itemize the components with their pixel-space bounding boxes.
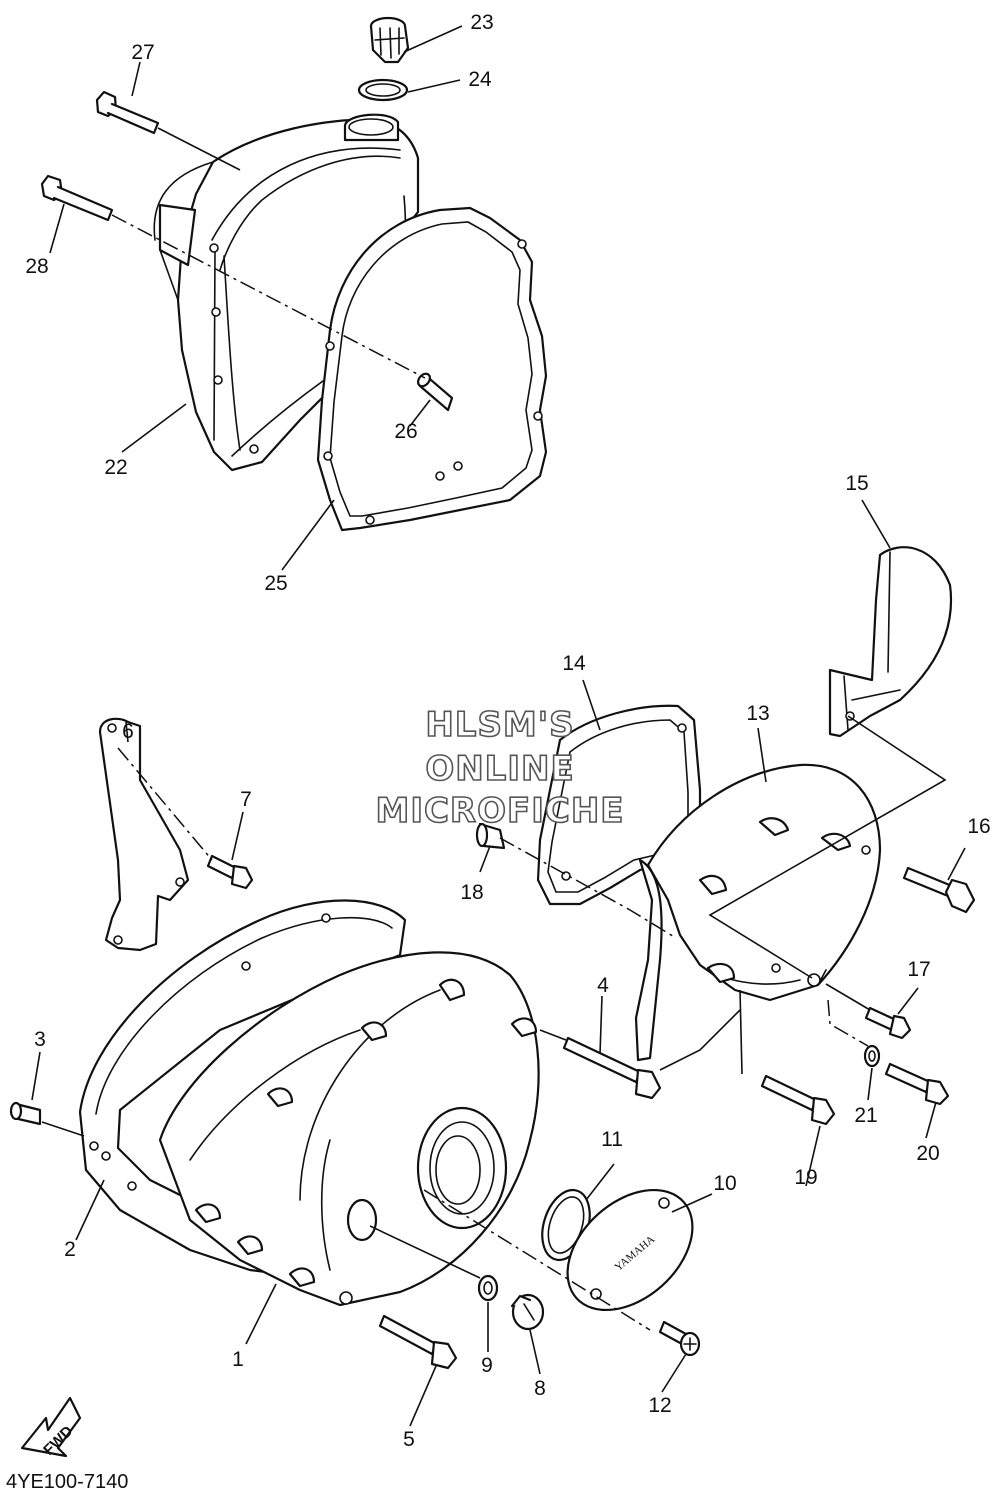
- callout-15: 15: [845, 472, 868, 495]
- washer-21: [863, 1044, 881, 1068]
- oil-filler-cap: [369, 16, 410, 64]
- callout-13: 13: [746, 702, 769, 725]
- gasket-25: [316, 206, 548, 532]
- dowel-pin-26: [416, 372, 454, 412]
- bolt-4: [562, 1036, 662, 1100]
- callout-3: 3: [34, 1028, 46, 1051]
- watermark: HLSM'S ONLINE MICROFICHE: [375, 704, 625, 832]
- watermark-line-2: ONLINE: [425, 749, 574, 789]
- bolt-16: [902, 866, 976, 914]
- dowel-pin-3: [9, 1101, 42, 1126]
- screw-12: [658, 1320, 701, 1357]
- dowel-pin-18: [475, 822, 506, 850]
- callout-17: 17: [907, 958, 930, 981]
- callout-11: 11: [601, 1128, 623, 1151]
- watermark-line-1: HLSM'S: [425, 705, 574, 745]
- crankcase-cover-22: [153, 113, 420, 472]
- callout-6: 6: [122, 720, 134, 743]
- callout-25: 25: [264, 572, 287, 595]
- watermark-line-3: MICROFICHE: [375, 791, 624, 831]
- side-cover-13: [634, 763, 882, 1062]
- callout-4: 4: [597, 974, 609, 997]
- callout-14: 14: [562, 652, 586, 675]
- washer-9: [477, 1274, 499, 1302]
- bolt-28: [40, 174, 114, 222]
- bolt-7: [206, 854, 254, 890]
- callout-2: 2: [64, 1238, 76, 1261]
- callout-9: 9: [481, 1354, 493, 1377]
- right-leaders: [479, 499, 966, 1187]
- callout-10: 10: [713, 1172, 736, 1195]
- callout-23: 23: [470, 11, 493, 34]
- callout-24: 24: [468, 68, 492, 91]
- callout-12: 12: [648, 1394, 671, 1417]
- bolt-20: [884, 1062, 950, 1106]
- crankcase-cover-1: [158, 951, 540, 1307]
- cover-15: [828, 546, 953, 738]
- bolt-5: [378, 1314, 458, 1370]
- bolt-19: [760, 1074, 836, 1126]
- callout-5: 5: [403, 1428, 415, 1451]
- callout-8: 8: [534, 1377, 546, 1400]
- upper-leaders: [49, 25, 463, 571]
- diagram-code: 4YE100-7140: [6, 1471, 128, 1493]
- lower-leaders: [31, 721, 741, 1427]
- callout-28: 28: [25, 255, 48, 278]
- callout-18: 18: [460, 881, 483, 904]
- callout-1: 1: [232, 1348, 244, 1371]
- o-ring: [357, 78, 409, 102]
- callout-26: 26: [394, 420, 417, 443]
- callout-21: 21: [854, 1104, 877, 1127]
- forward-arrow-icon: FWD: [20, 1396, 82, 1459]
- callout-27: 27: [131, 41, 154, 64]
- callout-labels: 1 2 3 4 5 6 7 8 9 10 11 12 13 14 15 16 1…: [25, 11, 990, 1451]
- callout-19: 19: [794, 1166, 817, 1189]
- bolt-17: [864, 1006, 912, 1040]
- bracket-6: [98, 717, 190, 952]
- plug-8: [510, 1293, 545, 1331]
- callout-16: 16: [967, 815, 990, 838]
- callout-7: 7: [240, 788, 252, 811]
- timing-cover-10: YAMAHA: [566, 1188, 694, 1312]
- bolt-27: [95, 90, 160, 135]
- callout-20: 20: [916, 1142, 939, 1165]
- callout-22: 22: [104, 456, 127, 479]
